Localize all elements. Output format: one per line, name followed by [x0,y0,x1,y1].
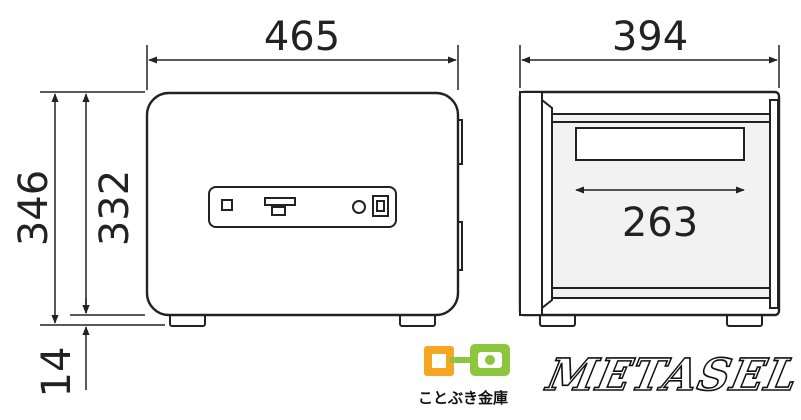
keyhole-indicator [221,199,233,211]
label-front-width: 465 [264,14,340,60]
dimension-lines [40,45,780,390]
lock-button-inner [376,200,385,212]
brand-japanese-text: ことぶき金庫 [418,389,509,407]
kotobuki-logo-icon [424,344,510,376]
label-foot-height: 14 [34,347,80,398]
keypad-slot-small [271,206,286,216]
side-view [518,90,781,327]
label-side-depth: 394 [612,14,688,60]
label-body-height: 332 [92,170,138,246]
label-total-height: 346 [11,170,57,246]
side-door-edge [519,91,543,316]
dial-knob [352,200,366,214]
label-interior-depth: 263 [622,200,698,246]
interior-shelf [575,127,745,161]
brand-wordmark: METASEL [542,349,801,402]
front-view [145,91,463,327]
lock-button [372,195,389,217]
keypad-slot [264,197,296,206]
interior-back [769,99,779,309]
control-panel [208,186,397,228]
